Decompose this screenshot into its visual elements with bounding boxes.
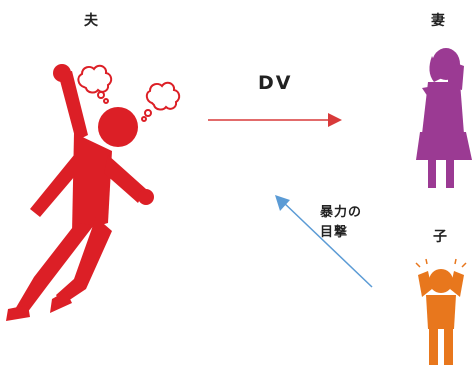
witness-arrow-icon	[275, 195, 373, 288]
wife-label: 妻	[431, 13, 445, 29]
crying-woman-figure-icon	[416, 48, 472, 188]
dv-label: DV	[258, 72, 293, 94]
witness-label-line1: 暴力の	[320, 205, 363, 220]
husband-label: 夫	[84, 13, 98, 29]
scared-child-figure-icon	[415, 258, 467, 365]
witness-label-line2: 目撃	[320, 225, 349, 240]
anger-steam-cloud-icon	[77, 64, 113, 104]
dv-arrow-icon	[208, 113, 342, 127]
child-label: 子	[433, 229, 447, 245]
angry-man-figure-icon	[6, 64, 181, 321]
witness-label: 暴力の 目撃	[320, 203, 362, 243]
anger-steam-cloud-2-icon	[141, 81, 181, 122]
